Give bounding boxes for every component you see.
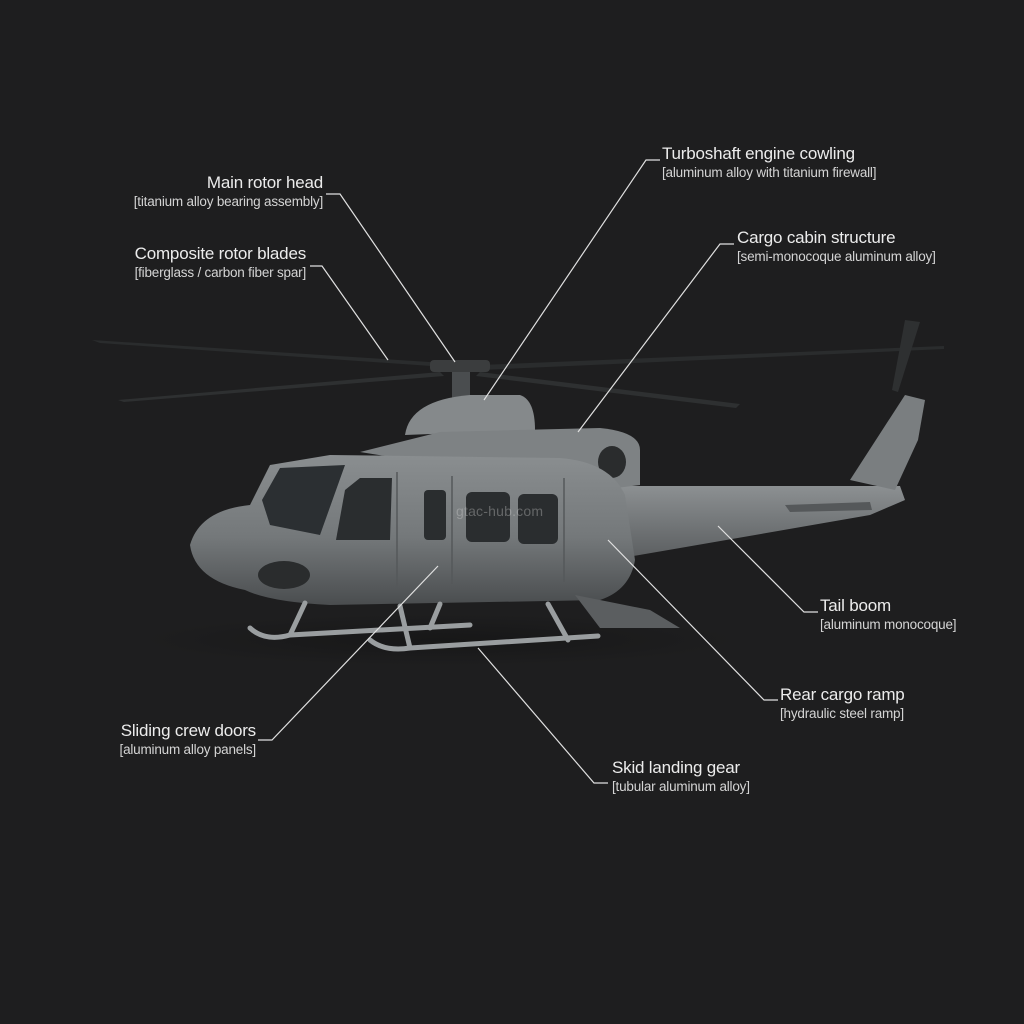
callout-title: Rear cargo ramp <box>780 685 905 704</box>
callout-material: [fiberglass / carbon fiber spar] <box>134 264 307 280</box>
callout-material: [titanium alloy bearing assembly] <box>133 193 323 209</box>
callout-title: Skid landing gear <box>612 758 740 777</box>
callout-title: Tail boom <box>820 596 891 615</box>
callout-skid-landing-gear: Skid landing gear [tubular aluminum allo… <box>612 758 750 795</box>
tail-boom-shape <box>610 486 905 560</box>
watermark: gtac-hub.com <box>456 503 544 519</box>
engine-cowling-shape <box>405 395 535 435</box>
leader-lines <box>258 159 818 784</box>
ground-shadow <box>140 614 740 666</box>
callout-tail-boom: Tail boom [aluminum monocoque] <box>820 596 957 633</box>
tail-rotor <box>892 320 920 392</box>
fuselage-shape <box>190 455 635 605</box>
callout-material: [tubular aluminum alloy] <box>612 778 750 794</box>
callout-material: [semi-monocoque aluminum alloy] <box>737 248 936 264</box>
windshield <box>262 465 345 535</box>
callout-title: Main rotor head <box>206 173 323 192</box>
callout-title: Sliding crew doors <box>120 721 257 740</box>
callout-material: [aluminum alloy with titanium firewall] <box>662 164 877 180</box>
callout-material: [hydraulic steel ramp] <box>780 705 904 721</box>
callout-turboshaft-engine-cowling: Turboshaft engine cowling [aluminum allo… <box>662 144 877 181</box>
callout-title: Turboshaft engine cowling <box>662 144 855 163</box>
callout-rear-cargo-ramp: Rear cargo ramp [hydraulic steel ramp] <box>780 685 905 722</box>
callout-main-rotor-head: Main rotor head [titanium alloy bearing … <box>80 173 323 210</box>
callout-cargo-cabin-structure: Cargo cabin structure [semi-monocoque al… <box>737 228 936 265</box>
callout-title: Composite rotor blades <box>134 244 307 263</box>
callout-material: [aluminum monocoque] <box>820 616 957 632</box>
rotor-head <box>430 360 490 400</box>
vertical-fin <box>850 395 925 490</box>
callout-title: Cargo cabin structure <box>737 228 896 247</box>
callout-material: [aluminum alloy panels] <box>119 741 257 757</box>
landing-skids <box>247 600 601 652</box>
callout-composite-rotor-blades: Composite rotor blades [fiberglass / car… <box>60 244 307 281</box>
rotor-blades <box>92 340 944 408</box>
callout-sliding-crew-doors: Sliding crew doors [aluminum alloy panel… <box>60 721 257 758</box>
rear-ramp-shape <box>575 595 680 628</box>
